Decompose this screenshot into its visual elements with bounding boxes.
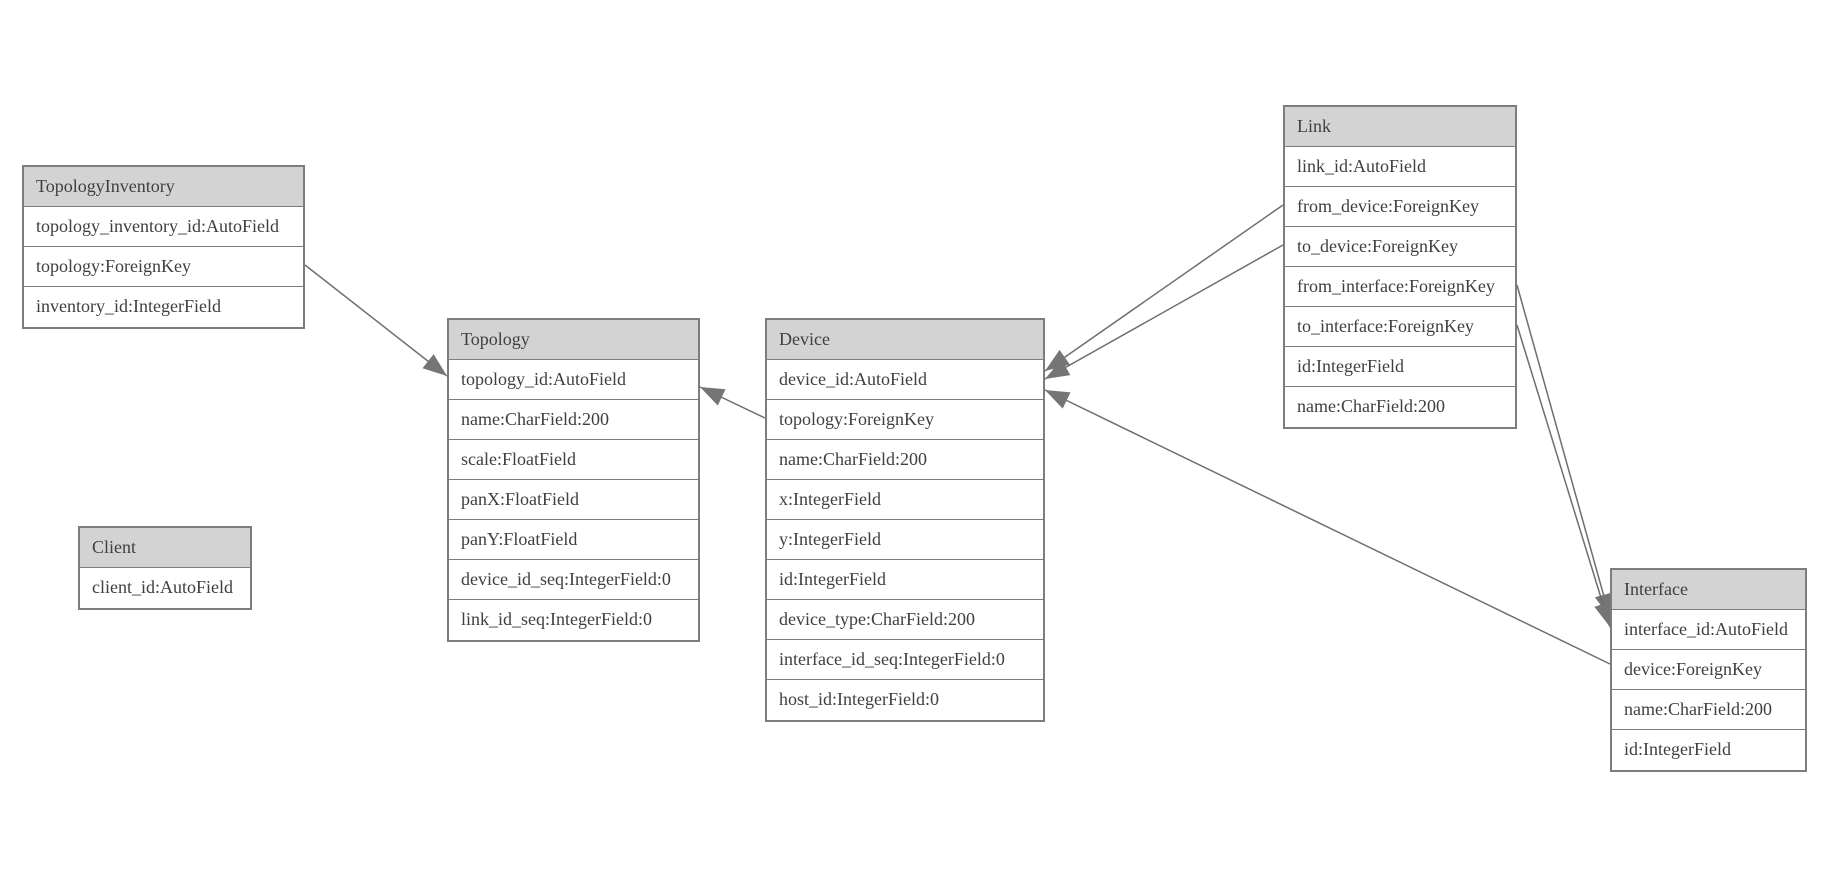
field-row: device_id:AutoField: [767, 360, 1043, 400]
field-row: scale:FloatField: [449, 440, 698, 480]
arrowhead-icon: [422, 354, 447, 376]
field-row: id:IntegerField: [1285, 347, 1515, 387]
field-row: to_device:ForeignKey: [1285, 227, 1515, 267]
field-row: id:IntegerField: [767, 560, 1043, 600]
field-row: topology_inventory_id:AutoField: [24, 207, 303, 247]
field-row: name:CharField:200: [1612, 690, 1805, 730]
field-row: id:IntegerField: [1612, 730, 1805, 770]
arrowhead-icon: [1045, 359, 1071, 379]
field-row: x:IntegerField: [767, 480, 1043, 520]
arrowhead-icon: [700, 387, 726, 406]
field-row: device:ForeignKey: [1612, 650, 1805, 690]
field-row: name:CharField:200: [449, 400, 698, 440]
field-row: link_id:AutoField: [1285, 147, 1515, 187]
field-row: from_device:ForeignKey: [1285, 187, 1515, 227]
field-row: y:IntegerField: [767, 520, 1043, 560]
field-row: device_type:CharField:200: [767, 600, 1043, 640]
arrowhead-icon: [1045, 390, 1071, 409]
field-row: interface_id:AutoField: [1612, 610, 1805, 650]
field-row: to_interface:ForeignKey: [1285, 307, 1515, 347]
table-title: Link: [1285, 107, 1515, 147]
field-row: host_id:IntegerField:0: [767, 680, 1043, 720]
field-row: name:CharField:200: [1285, 387, 1515, 427]
field-row: topology_id:AutoField: [449, 360, 698, 400]
connection-link-from-interface-interface: [1516, 284, 1611, 619]
table-title: Topology: [449, 320, 698, 360]
field-row: link_id_seq:IntegerField:0: [449, 600, 698, 640]
table-title: TopologyInventory: [24, 167, 303, 207]
field-row: inventory_id:IntegerField: [24, 287, 303, 327]
connection-link-to-interface-interface: [1516, 324, 1611, 628]
table-title: Client: [80, 528, 250, 568]
field-row: device_id_seq:IntegerField:0: [449, 560, 698, 600]
field-row: from_interface:ForeignKey: [1285, 267, 1515, 307]
field-row: interface_id_seq:IntegerField:0: [767, 640, 1043, 680]
table-title: Interface: [1612, 570, 1805, 610]
field-row: panY:FloatField: [449, 520, 698, 560]
field-row: topology:ForeignKey: [767, 400, 1043, 440]
field-row: client_id:AutoField: [80, 568, 250, 608]
field-row: topology:ForeignKey: [24, 247, 303, 287]
connection-link-to-device-device: [1044, 244, 1284, 380]
connection-link-from-device-device: [1044, 204, 1284, 372]
field-row: name:CharField:200: [767, 440, 1043, 480]
arrowhead-icon: [1594, 601, 1612, 627]
field-row: panX:FloatField: [449, 480, 698, 520]
connection-topologyinventory-topology: [304, 264, 448, 377]
connection-interface-device: [1044, 389, 1611, 665]
table-title: Device: [767, 320, 1043, 360]
